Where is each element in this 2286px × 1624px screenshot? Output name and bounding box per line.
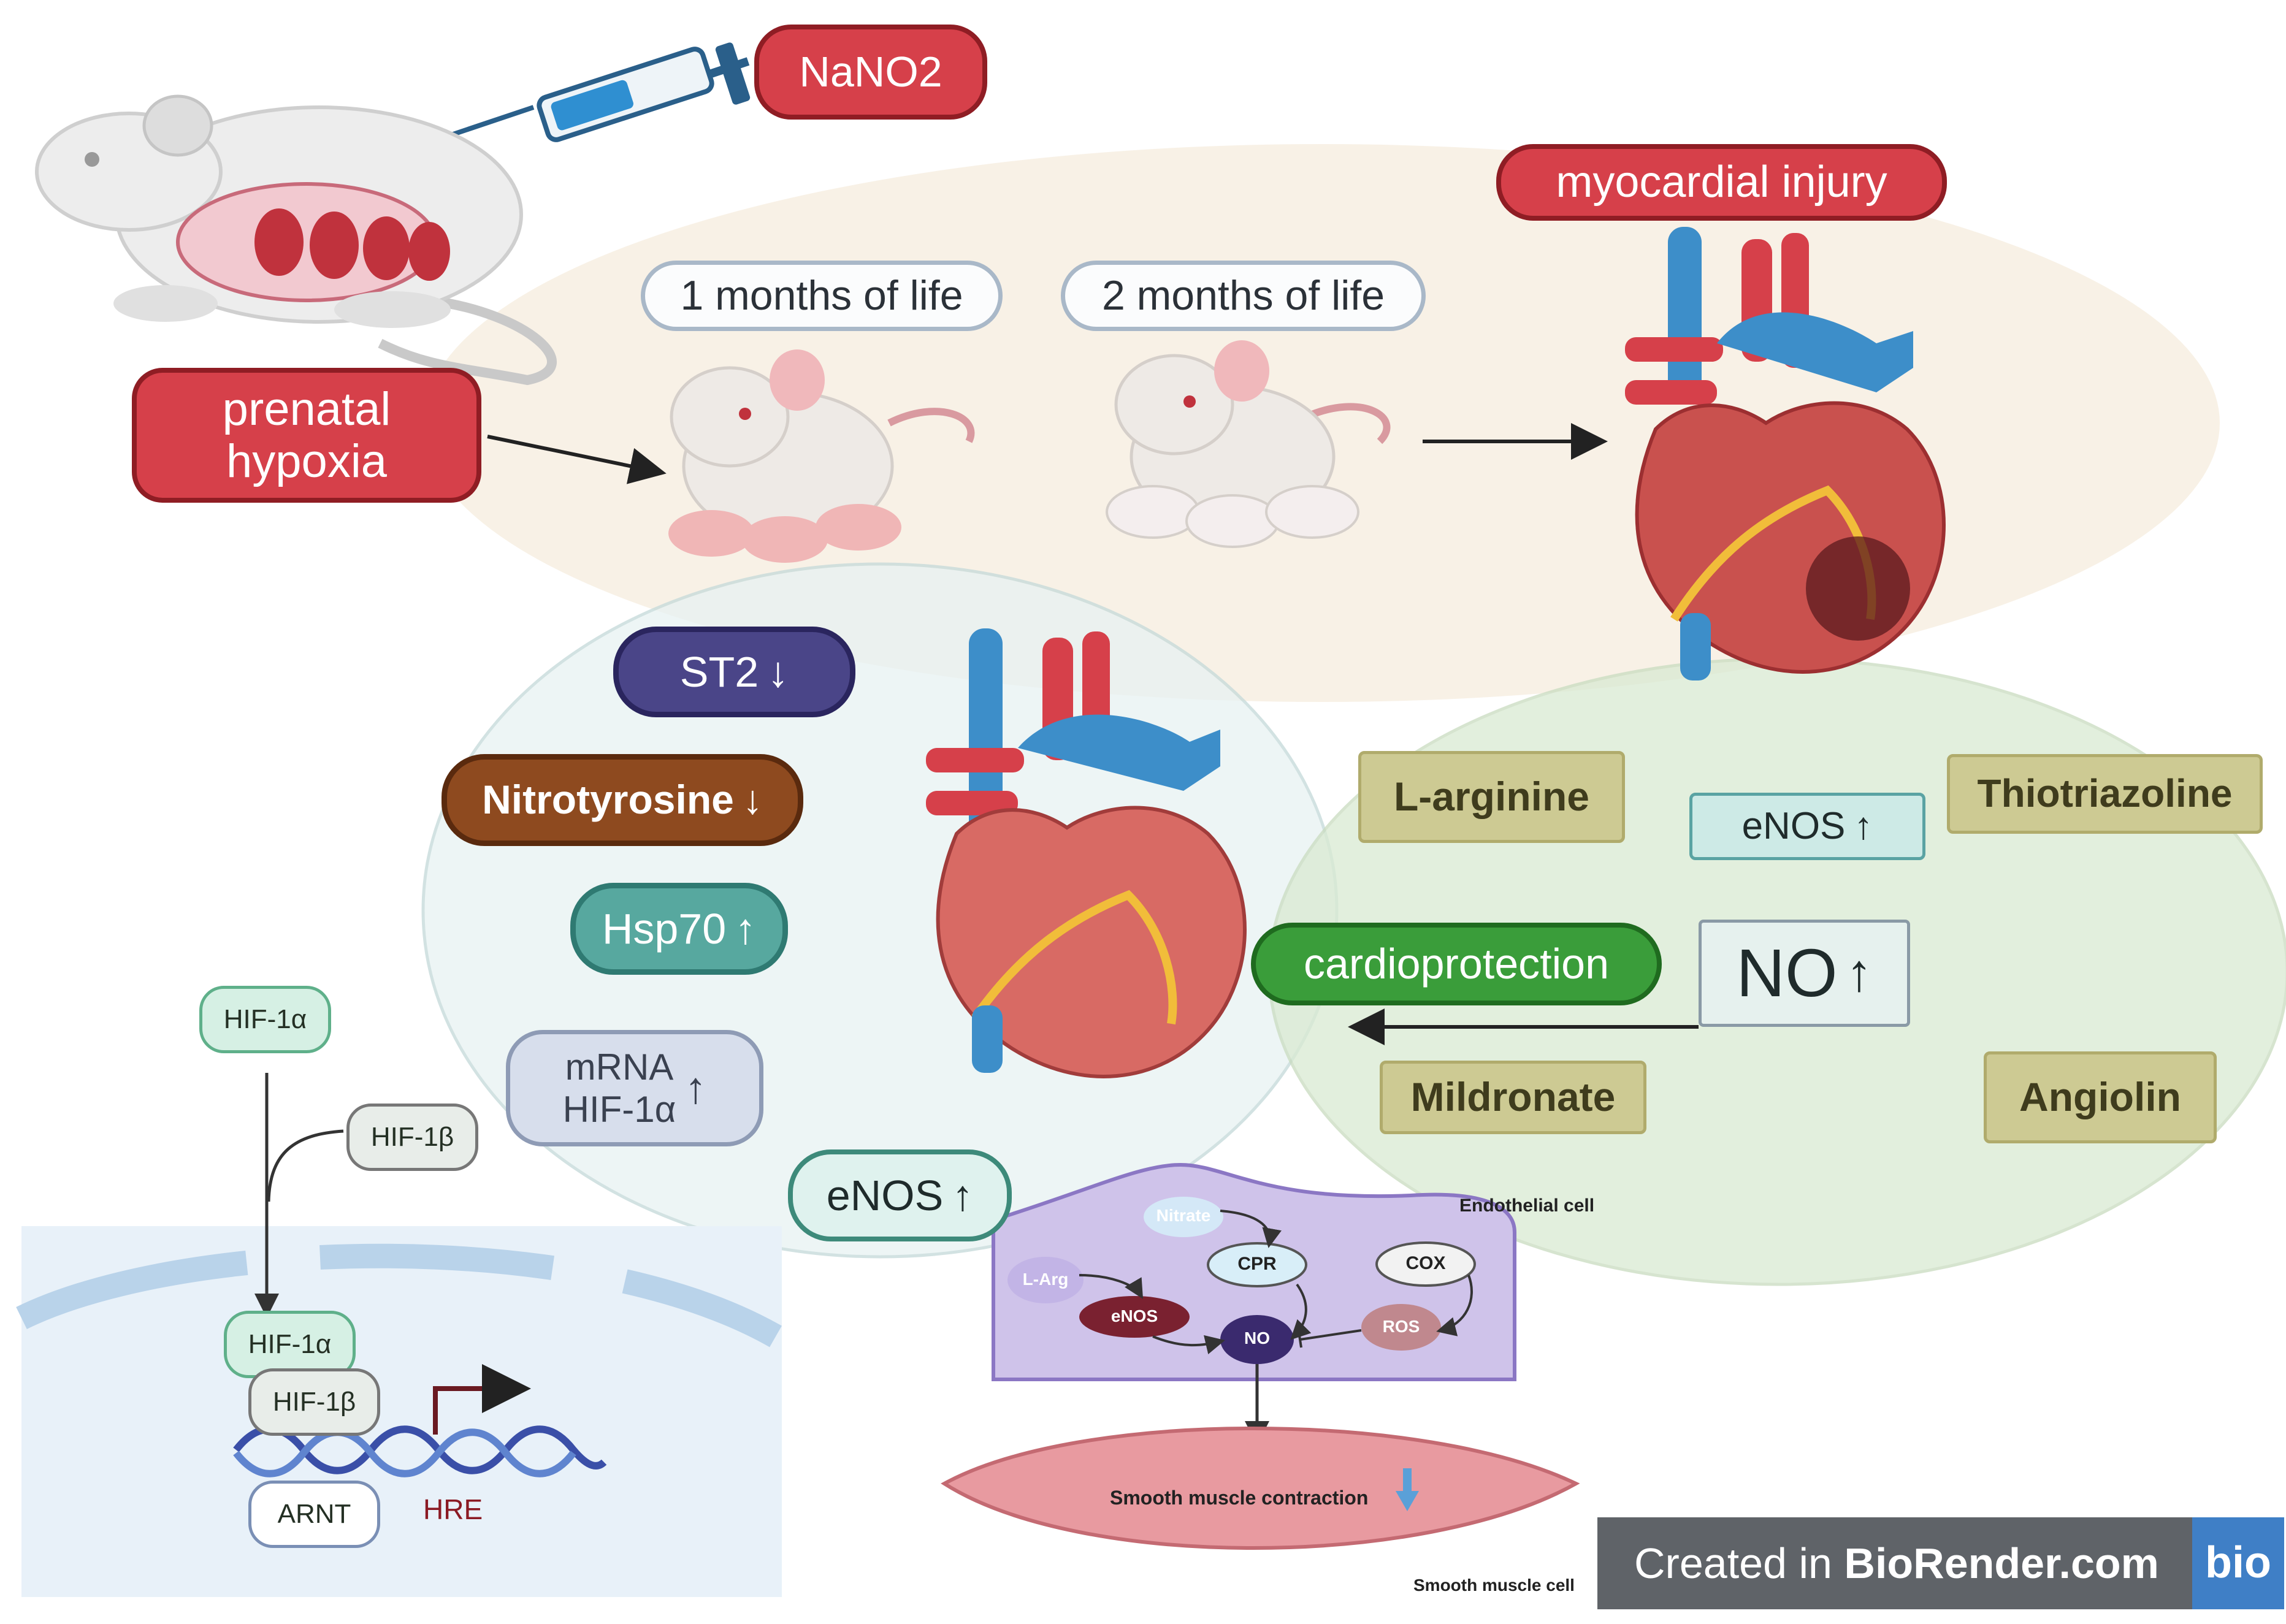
l-arg-label: L-Arg — [1022, 1270, 1069, 1289]
month2-label: 2 months of life — [1061, 261, 1426, 331]
biorender-logo-box — [2192, 1517, 2284, 1609]
hif1a-bottom: HIF-1α — [224, 1311, 356, 1378]
angiolin-label: Angiolin — [1984, 1051, 2217, 1143]
cox-node — [1375, 1241, 1476, 1287]
prenatal-hypoxia-label: prenatal hypoxia — [132, 368, 481, 503]
month1-label: 1 months of life — [641, 261, 1003, 331]
arnt-label: ARNT — [248, 1481, 380, 1548]
up-arrow-icon: ↑ — [952, 1171, 974, 1219]
hif-beta-join-line — [267, 1129, 344, 1202]
l-arg-node — [1007, 1257, 1084, 1303]
hif1b-top: HIF-1β — [346, 1104, 478, 1171]
no-marker: NO↑ — [1699, 920, 1910, 1027]
l-arginine-label: L-arginine — [1358, 751, 1625, 843]
nitrate-node — [1144, 1197, 1223, 1237]
st2-label: ST2 — [679, 647, 759, 696]
down-arrow-icon: ↓ — [767, 647, 789, 696]
hsp70-label: Hsp70 — [602, 904, 727, 953]
prenatal-hypoxia-line1: prenatal — [222, 383, 391, 435]
enos-node — [1079, 1296, 1190, 1338]
nano2-label: NaNO2 — [754, 25, 987, 120]
enos-right-label: eNOS — [1741, 805, 1846, 848]
endothelial-cell-label: Endothelial cell — [1459, 1195, 1595, 1216]
st2-marker: ST2↓ — [613, 627, 855, 717]
hif1a-top: HIF-1α — [199, 986, 331, 1053]
biorender-watermark — [1597, 1517, 2284, 1609]
watermark-brand: BioRender.com — [1844, 1539, 2159, 1587]
dna-helix — [233, 1425, 607, 1477]
nitrotyrosine-marker: Nitrotyrosine↓ — [442, 754, 803, 846]
no-label: NO — [1736, 935, 1838, 1011]
mildronate-label: Mildronate — [1380, 1061, 1646, 1134]
thiotriazoline-label: Thiotriazoline — [1947, 754, 2263, 834]
mrna-line1: mRNA — [565, 1046, 674, 1088]
hsp70-marker: Hsp70↑ — [570, 883, 788, 975]
mrna-hif1a-marker: mRNA HIF-1α ↑ — [506, 1030, 763, 1146]
hif1b-bottom: HIF-1β — [248, 1368, 380, 1436]
no-node-label: NO — [1244, 1329, 1270, 1348]
up-arrow-icon: ↑ — [735, 904, 757, 953]
enos-node-label: eNOS — [1111, 1306, 1158, 1325]
smooth-muscle-contraction-label: Smooth muscle contraction — [1110, 1487, 1369, 1509]
enos-right-marker: eNOS↑ — [1689, 793, 1925, 860]
syringe-icon — [446, 42, 751, 142]
cox-label: COX — [1405, 1253, 1446, 1273]
mrna-line2: HIF-1α — [562, 1089, 676, 1130]
down-arrow-icon: ↓ — [742, 777, 763, 823]
cardioprotection-label: cardioprotection — [1251, 923, 1662, 1005]
healthy-heart-icon — [926, 628, 1247, 1078]
transcription-start-arrow — [433, 1364, 531, 1435]
up-arrow-icon: ↑ — [1854, 805, 1873, 848]
watermark-text: Created in BioRender.com — [1634, 1539, 2159, 1588]
pregnant-mouse-icon — [35, 94, 557, 386]
cpr-label: CPR — [1237, 1254, 1277, 1274]
nitrotyrosine-label: Nitrotyrosine — [482, 777, 734, 823]
enos-left-marker: eNOS↑ — [788, 1149, 1012, 1241]
mouse-with-pups-1-icon — [668, 349, 975, 563]
biorender-logo-text: bio — [2205, 1538, 2271, 1587]
cpr-node — [1207, 1242, 1307, 1287]
injured-heart-icon — [1625, 227, 1946, 680]
hre-label: HRE — [423, 1493, 483, 1525]
hypoxia-arrow — [487, 435, 667, 484]
ros-node — [1361, 1304, 1441, 1351]
smooth-muscle-cell-label: Smooth muscle cell — [1413, 1576, 1575, 1595]
watermark-prefix: Created in — [1634, 1539, 1844, 1587]
nitrate-label: Nitrate — [1156, 1206, 1211, 1225]
prenatal-hypoxia-line2: hypoxia — [226, 435, 387, 487]
nuclear-membrane — [16, 1243, 782, 1348]
no-node — [1220, 1315, 1294, 1364]
ros-label: ROS — [1382, 1317, 1420, 1336]
smooth-muscle-cell — [941, 1427, 1580, 1550]
enos-left-label: eNOS — [826, 1171, 944, 1219]
up-arrow-icon: ↑ — [1846, 944, 1873, 1003]
up-arrow-icon: ↑ — [684, 1063, 707, 1113]
down-arrow-icon — [1396, 1468, 1419, 1511]
mouse-with-pups-2-icon — [1106, 340, 1391, 548]
myocardial-injury-label: myocardial injury — [1496, 144, 1947, 221]
